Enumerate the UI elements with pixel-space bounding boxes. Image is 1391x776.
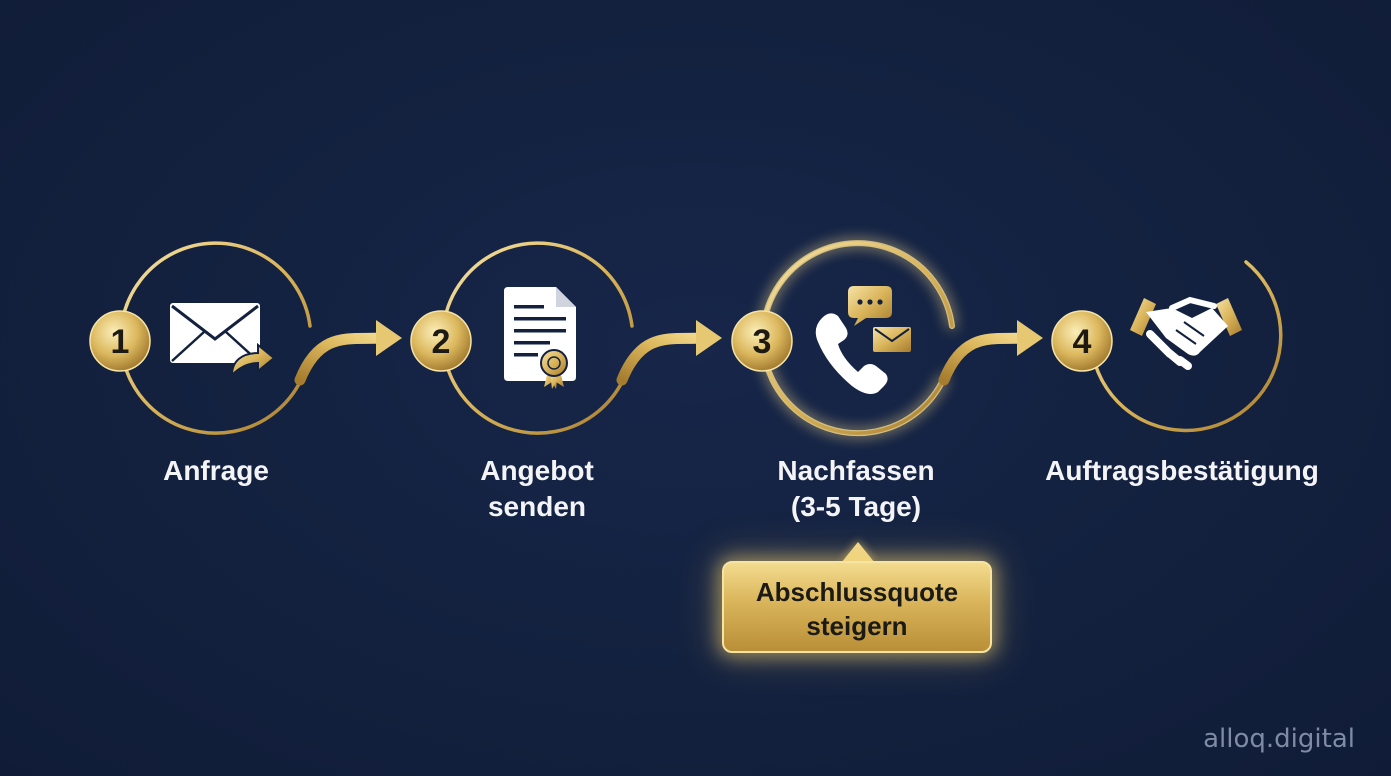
step-4-label-line-1: Auftragsbestätigung — [1045, 455, 1319, 486]
step-3-badge: 3 — [731, 310, 793, 372]
step-2-number: 2 — [432, 323, 451, 361]
arrow-3-to-4 — [938, 320, 1043, 386]
handshake-icon — [1130, 296, 1242, 370]
step-1-number: 1 — [111, 323, 130, 361]
step-1-label-line-1: Anfrage — [163, 455, 269, 486]
callout-line-2: steigern — [806, 611, 908, 641]
callout-box: Abschlussquote steigern — [722, 561, 992, 653]
step-3-label: Nachfassen (3-5 Tage) — [777, 453, 934, 525]
callout-pointer — [841, 542, 875, 563]
step-4-label: Auftragsbestätigung — [1045, 453, 1319, 489]
step-4 — [1089, 260, 1283, 433]
step-2-badge: 2 — [410, 310, 472, 372]
step-2-label: Angebot senden — [480, 453, 594, 525]
callout-line-1: Abschlussquote — [755, 577, 959, 607]
step-3-label-line-2: (3-5 Tage) — [790, 491, 922, 522]
step-4-badge: 4 — [1051, 310, 1113, 372]
step-2 — [441, 241, 634, 435]
certified-document-icon — [504, 287, 576, 389]
step-4-ring — [1089, 260, 1283, 433]
callout-text: Abschlussquote steigern — [724, 575, 990, 643]
arrow-2-to-3 — [616, 320, 722, 386]
envelope-forward-icon — [170, 303, 276, 378]
step-1-badge: 1 — [89, 310, 151, 372]
step-1-label: Anfrage — [163, 453, 269, 489]
step-3-number: 3 — [753, 323, 772, 361]
step-2-label-line-2: senden — [487, 491, 587, 522]
step-4-number: 4 — [1073, 323, 1092, 361]
step-3-label-line-1: Nachfassen — [777, 455, 935, 486]
arrow-1-to-2 — [294, 320, 402, 386]
step-2-label-line-1: Angebot — [480, 455, 594, 486]
phone-chat-mail-icon — [815, 286, 911, 394]
watermark: alloq.digital — [1203, 724, 1355, 754]
